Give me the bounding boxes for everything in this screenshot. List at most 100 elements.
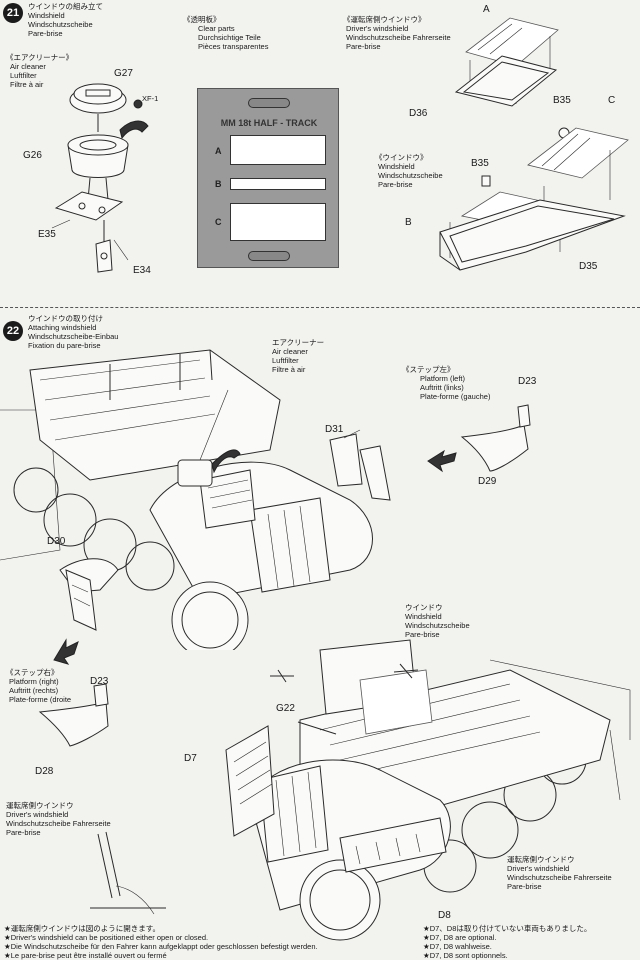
windshield-21-de: Windschutzscheibe [378,171,443,180]
step-22-title: ウインドウの取り付け Attaching windshield Windschu… [28,314,118,350]
note-left-jp: ★運転席側ウインドウは図のように開きます。 [4,924,160,933]
platform-left-fr: Plate-forme (gauche) [420,392,491,401]
plate-d7 [225,725,275,837]
platform-left-jp: 《ステップ左》 [402,365,455,374]
label-e34: E34 [133,265,151,276]
air-cleaner-label: 《エアクリーナー》 Air cleaner Luftfilter Filtre … [6,53,73,89]
driver-ws-right-en: Driver's windshield [507,864,570,873]
notes-right: ★D7、D8は取り付けていない車両もありました。 ★D7, D8 are opt… [423,924,591,960]
note-right-de: ★D7, D8 wahlweise. [423,942,492,951]
window-b [230,178,326,190]
windshield-21-en: Windshield [378,162,415,171]
rod-g22 [297,721,337,735]
air-cleaner-de: Luftfilter [10,71,37,80]
windshield-22-jp: ウインドウ [405,603,443,612]
label-d36: D36 [409,108,428,119]
platform-d28 [38,701,109,747]
road-wheel [43,493,97,547]
driver-ws-right-label: 運転席側ウインドウ Driver's windshield Windschutz… [507,855,612,891]
knob-b35-left [481,175,491,187]
driver-ws-left-label: 運転席側ウインドウ Driver's windshield Windschutz… [6,801,111,837]
note-left-fr: ★Le pare-brise peut être installé ouvert… [4,951,167,960]
xf1-paint-dot [133,99,143,109]
label-e35: E35 [38,229,56,240]
notes-left: ★運転席側ウインドウは図のように開きます。 ★Driver's windshie… [4,924,318,960]
clear-parts-label: 《透明板》 Clear parts Durchsichtige Teile Pi… [183,15,268,51]
windshield-22-fr: Pare-brise [405,630,440,639]
windshield-21-fr: Pare-brise [378,180,413,189]
note-right-en: ★D7, D8 are optional. [423,933,497,942]
platform-right-label: 《ステップ右》 Platform (right) Auftritt (recht… [6,668,71,704]
platform-left-drawing [427,404,531,473]
label-g26: G26 [23,150,42,161]
step-22-title-fr: Fixation du pare-brise [28,341,101,350]
clear-parts-sheet: MM 18t HALF - TRACK A B C [197,88,339,268]
label-b35-left: B35 [471,158,489,169]
window-a [230,135,326,165]
road-wheel [13,467,59,513]
air-cleaner-22-label: エアクリーナー Air cleaner Luftfilter Filtre à … [272,338,324,374]
window-c [230,203,326,241]
label-d31: D31 [325,424,344,435]
air-cleaner-22-en: Air cleaner [272,347,308,356]
step-21-title: ウインドウの組み立て Windshield Windschutzscheibe … [28,2,103,38]
driver-ws-left-en: Driver's windshield [6,810,69,819]
windshield-22-en: Windshield [405,612,442,621]
part-d31 [329,433,363,487]
step-21-title-de: Windschutzscheibe [28,20,93,29]
driver-ws-open-drawing [90,831,166,915]
label-d30: D30 [47,536,66,547]
air-cleaner [177,459,213,487]
window-c-letter: C [215,217,222,227]
clear-parts-fr: Pièces transparentes [198,42,269,51]
radiator-grille [249,497,331,593]
label-c-glass: C [608,95,616,106]
vehicle-body [29,349,281,481]
label-d35: D35 [579,261,598,272]
platform-left-en: Platform (left) [420,374,466,383]
windshield-22-label: ウインドウ Windshield Windschutzscheibe Pare-… [405,603,470,639]
windshield-assembly-drawing [439,17,629,271]
air-hose [119,120,149,140]
part-d23-right [93,683,109,707]
platform-d29 [460,424,529,472]
arrow-right-icon [53,638,79,665]
step-22-title-jp: ウインドウの取り付け [28,314,103,323]
step-21-title-fr: Pare-brise [28,29,63,38]
platform-right-fr: Plate-forme (droite [9,695,72,704]
upper-vehicle-drawing [0,349,391,650]
step-22-title-de: Windschutzscheibe-Einbau [28,332,119,341]
label-d28: D28 [35,766,54,777]
lower-vehicle-drawing [225,639,631,941]
driver-windshield-glass [359,669,433,735]
e34-bracket [95,239,113,273]
step-21-title-en: Windshield [28,11,65,20]
label-a-glass: A [483,4,490,15]
windshield-21-jp: 《ウインドウ》 [375,153,428,162]
label-xf1: XF-1 [142,94,159,103]
air-cleaner-22-de: Luftfilter [272,356,299,365]
note-right-fr: ★D7, D8 sont optionnels. [423,951,508,960]
platform-right-en: Platform (right) [9,677,59,686]
driver-ws-21-en: Driver's windshield [346,24,409,33]
clear-sheet-title: MM 18t HALF - TRACK [220,118,318,128]
driver-ws-21-de: Windschutzscheibe Fahrerseite [346,33,451,42]
windshield-22-de: Windschutzscheibe [405,621,470,630]
label-d23-right: D23 [90,676,109,687]
driver-ws-21-fr: Pare-brise [346,42,381,51]
step-21-title-jp: ウインドウの組み立て [28,2,103,11]
platform-left-label: 《ステップ左》 Platform (left) Auftritt (links)… [402,365,490,401]
glass-c [527,127,629,179]
platform-right-de: Auftritt (rechts) [9,686,59,695]
window-b-letter: B [215,179,222,189]
platform-right-jp: 《ステップ右》 [6,668,59,677]
note-left-de: ★Die Windschutzscheibe für den Fahrer ka… [4,942,318,951]
label-d8: D8 [438,910,451,921]
arrow-left-icon [427,449,457,473]
driver-ws-right-de: Windschutzscheibe Fahrerseite [507,873,612,882]
air-cleaner-22-fr: Filtre à air [272,365,306,374]
label-b35-right: B35 [553,95,571,106]
road-wheel [125,541,175,591]
frame-d35 [439,199,626,271]
driver-ws-left-fr: Pare-brise [6,828,41,837]
